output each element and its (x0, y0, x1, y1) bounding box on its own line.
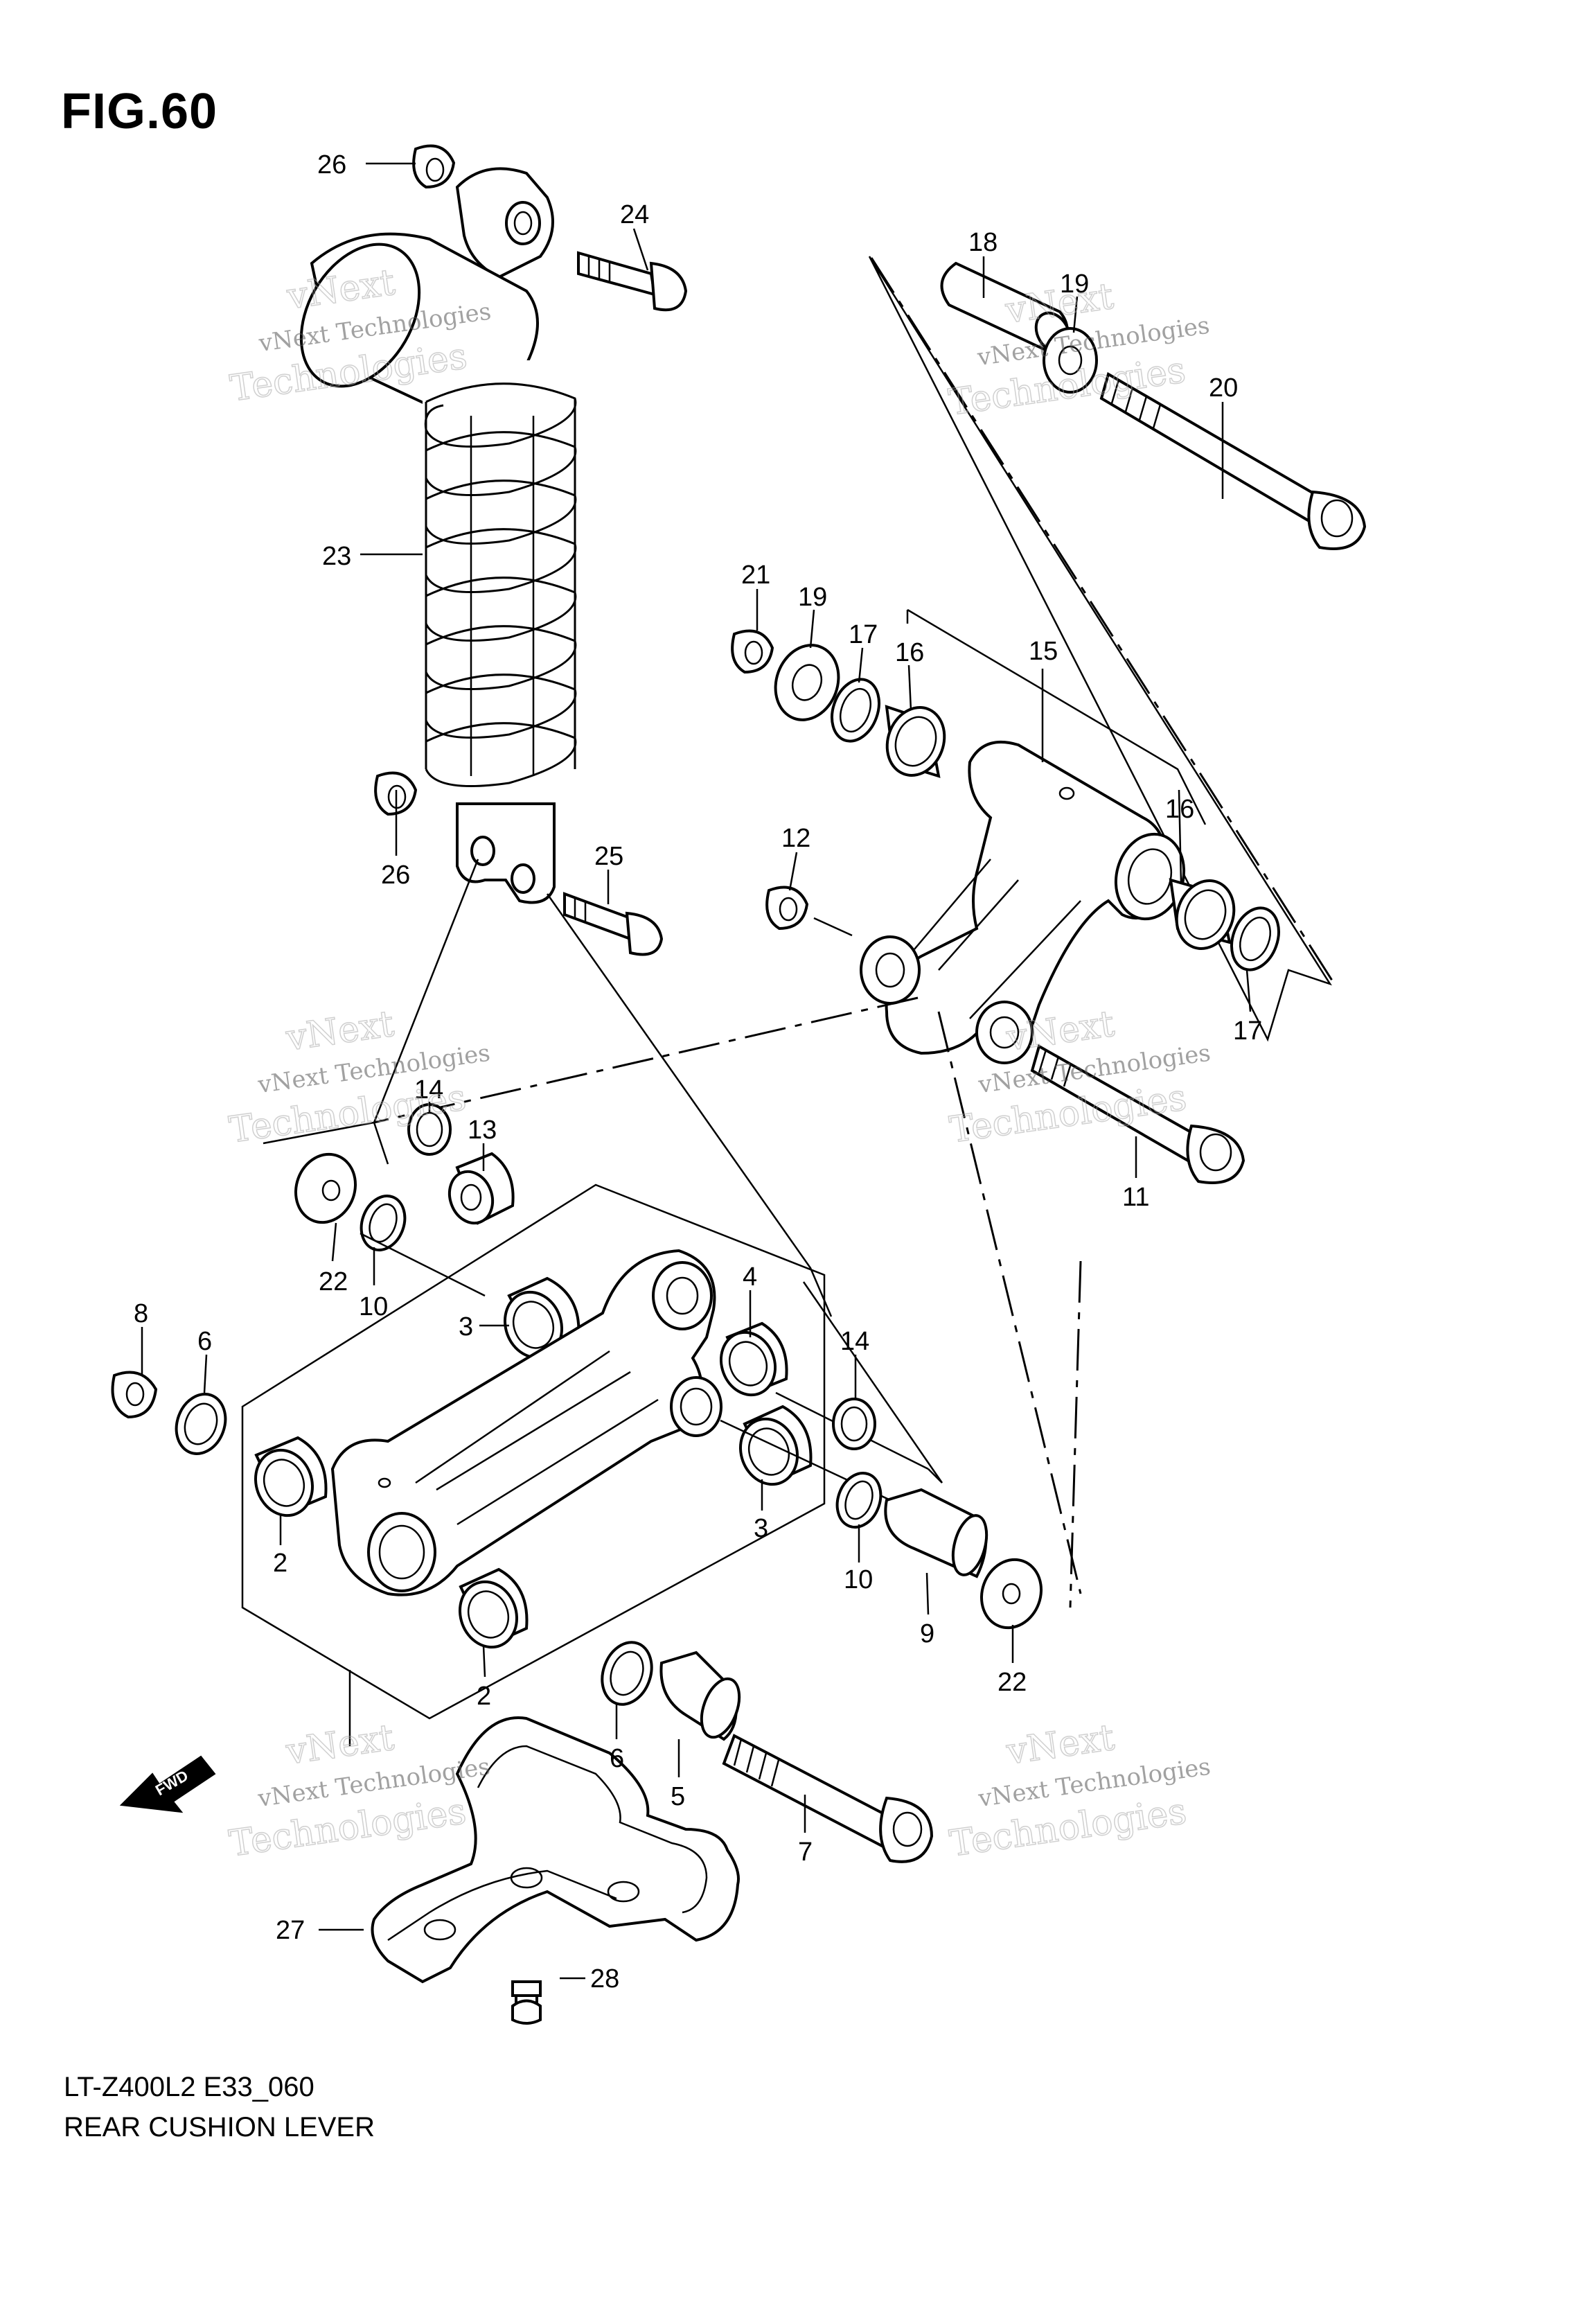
diagram-caption: REAR CUSHION LEVER (64, 2112, 375, 2142)
callout-6: 6 (197, 1327, 212, 1356)
callout-7: 7 (798, 1838, 813, 1867)
callout-20: 20 (1209, 373, 1238, 403)
bearing-16-left (885, 705, 946, 778)
callout-16: 16 (1165, 795, 1194, 824)
callout-23: 23 (322, 542, 351, 571)
washer-19-upper (1043, 327, 1098, 394)
callout-11: 11 (1122, 1183, 1149, 1212)
callout-22: 22 (998, 1668, 1027, 1697)
callout-24: 24 (620, 200, 649, 229)
callout-21: 21 (741, 561, 770, 590)
callout-16: 16 (895, 638, 924, 667)
callout-3: 3 (754, 1514, 768, 1543)
callout-4: 4 (743, 1262, 757, 1292)
callout-28: 28 (590, 1964, 619, 1993)
callout-22: 22 (319, 1267, 348, 1296)
callout-25: 25 (594, 842, 623, 871)
callout-14: 14 (840, 1327, 869, 1356)
watermark-text: vNext (283, 1003, 397, 1059)
callout-19: 19 (1060, 270, 1089, 299)
fwd-arrow-icon: FWD (119, 1755, 216, 1813)
callout-26: 26 (317, 150, 346, 179)
callout-12: 12 (781, 824, 810, 853)
rear-shock-absorber (299, 167, 582, 904)
bolt-11 (1030, 1044, 1245, 1184)
callout-15: 15 (1029, 637, 1058, 666)
seal-10-left (360, 1195, 407, 1251)
nut-8 (111, 1371, 158, 1419)
spacer-13 (447, 1152, 515, 1225)
callout-2: 2 (477, 1682, 491, 1711)
bearing-3-lower (738, 1405, 813, 1486)
bearing-4 (719, 1321, 788, 1397)
cushion-lever-15 (860, 740, 1186, 1064)
watermark-text: vNext (1004, 1717, 1117, 1773)
nut-21 (731, 629, 774, 674)
callout-18: 18 (968, 228, 998, 257)
callout-26: 26 (381, 861, 410, 890)
seal-10-right (835, 1472, 883, 1529)
bearing-2-lower (458, 1567, 529, 1649)
bolt-20 (1099, 371, 1367, 550)
seal-17-link-right (1230, 906, 1280, 971)
callout-8: 8 (134, 1299, 148, 1328)
spacer-5 (659, 1651, 741, 1741)
callout-19: 19 (798, 583, 827, 612)
callout-17: 17 (1233, 1016, 1262, 1046)
callout-9: 9 (920, 1619, 934, 1648)
callout-13: 13 (468, 1116, 497, 1145)
washer-19-link (774, 644, 840, 721)
nut-12 (765, 886, 809, 931)
washer-6-lower (601, 1641, 653, 1706)
bolt-7 (722, 1734, 934, 1863)
callout-14: 14 (414, 1075, 443, 1104)
seal-14-right (832, 1398, 876, 1450)
callout-17: 17 (849, 620, 878, 649)
bearing-16-right (1169, 878, 1236, 950)
washer-22-right (979, 1558, 1043, 1630)
bolt-24 (577, 251, 688, 312)
watermark-text: vNext (1002, 276, 1116, 332)
guard-27 (371, 1716, 740, 1984)
bolt-25 (563, 892, 664, 956)
watermarks: Technologies vNext vNext Technologies Te… (227, 261, 1212, 1865)
spacer-9 (884, 1488, 988, 1578)
bearing-2-left (254, 1436, 328, 1517)
model-code: LT-Z400L2 E33_060 (64, 2072, 314, 2102)
washer-6-left (175, 1393, 227, 1455)
callout-2: 2 (273, 1549, 287, 1578)
washer-22-left (294, 1152, 357, 1224)
callout-27: 27 (276, 1916, 305, 1945)
callout-labels: 26 24 23 26 25 18 19 20 21 19 17 16 15 1… (134, 150, 1262, 1993)
seal-17-link-left (831, 678, 880, 743)
watermark-text: vNext (283, 1717, 397, 1773)
callout-3: 3 (459, 1312, 473, 1341)
cushion-rod-1 (330, 1249, 722, 1596)
figure-title: FIG.60 (61, 84, 218, 139)
callout-10: 10 (844, 1565, 873, 1594)
callout-6: 6 (610, 1744, 624, 1773)
nut-26-upper (412, 144, 456, 189)
callout-5: 5 (671, 1782, 685, 1811)
callout-10: 10 (359, 1292, 388, 1321)
screw-28 (511, 1980, 542, 2025)
